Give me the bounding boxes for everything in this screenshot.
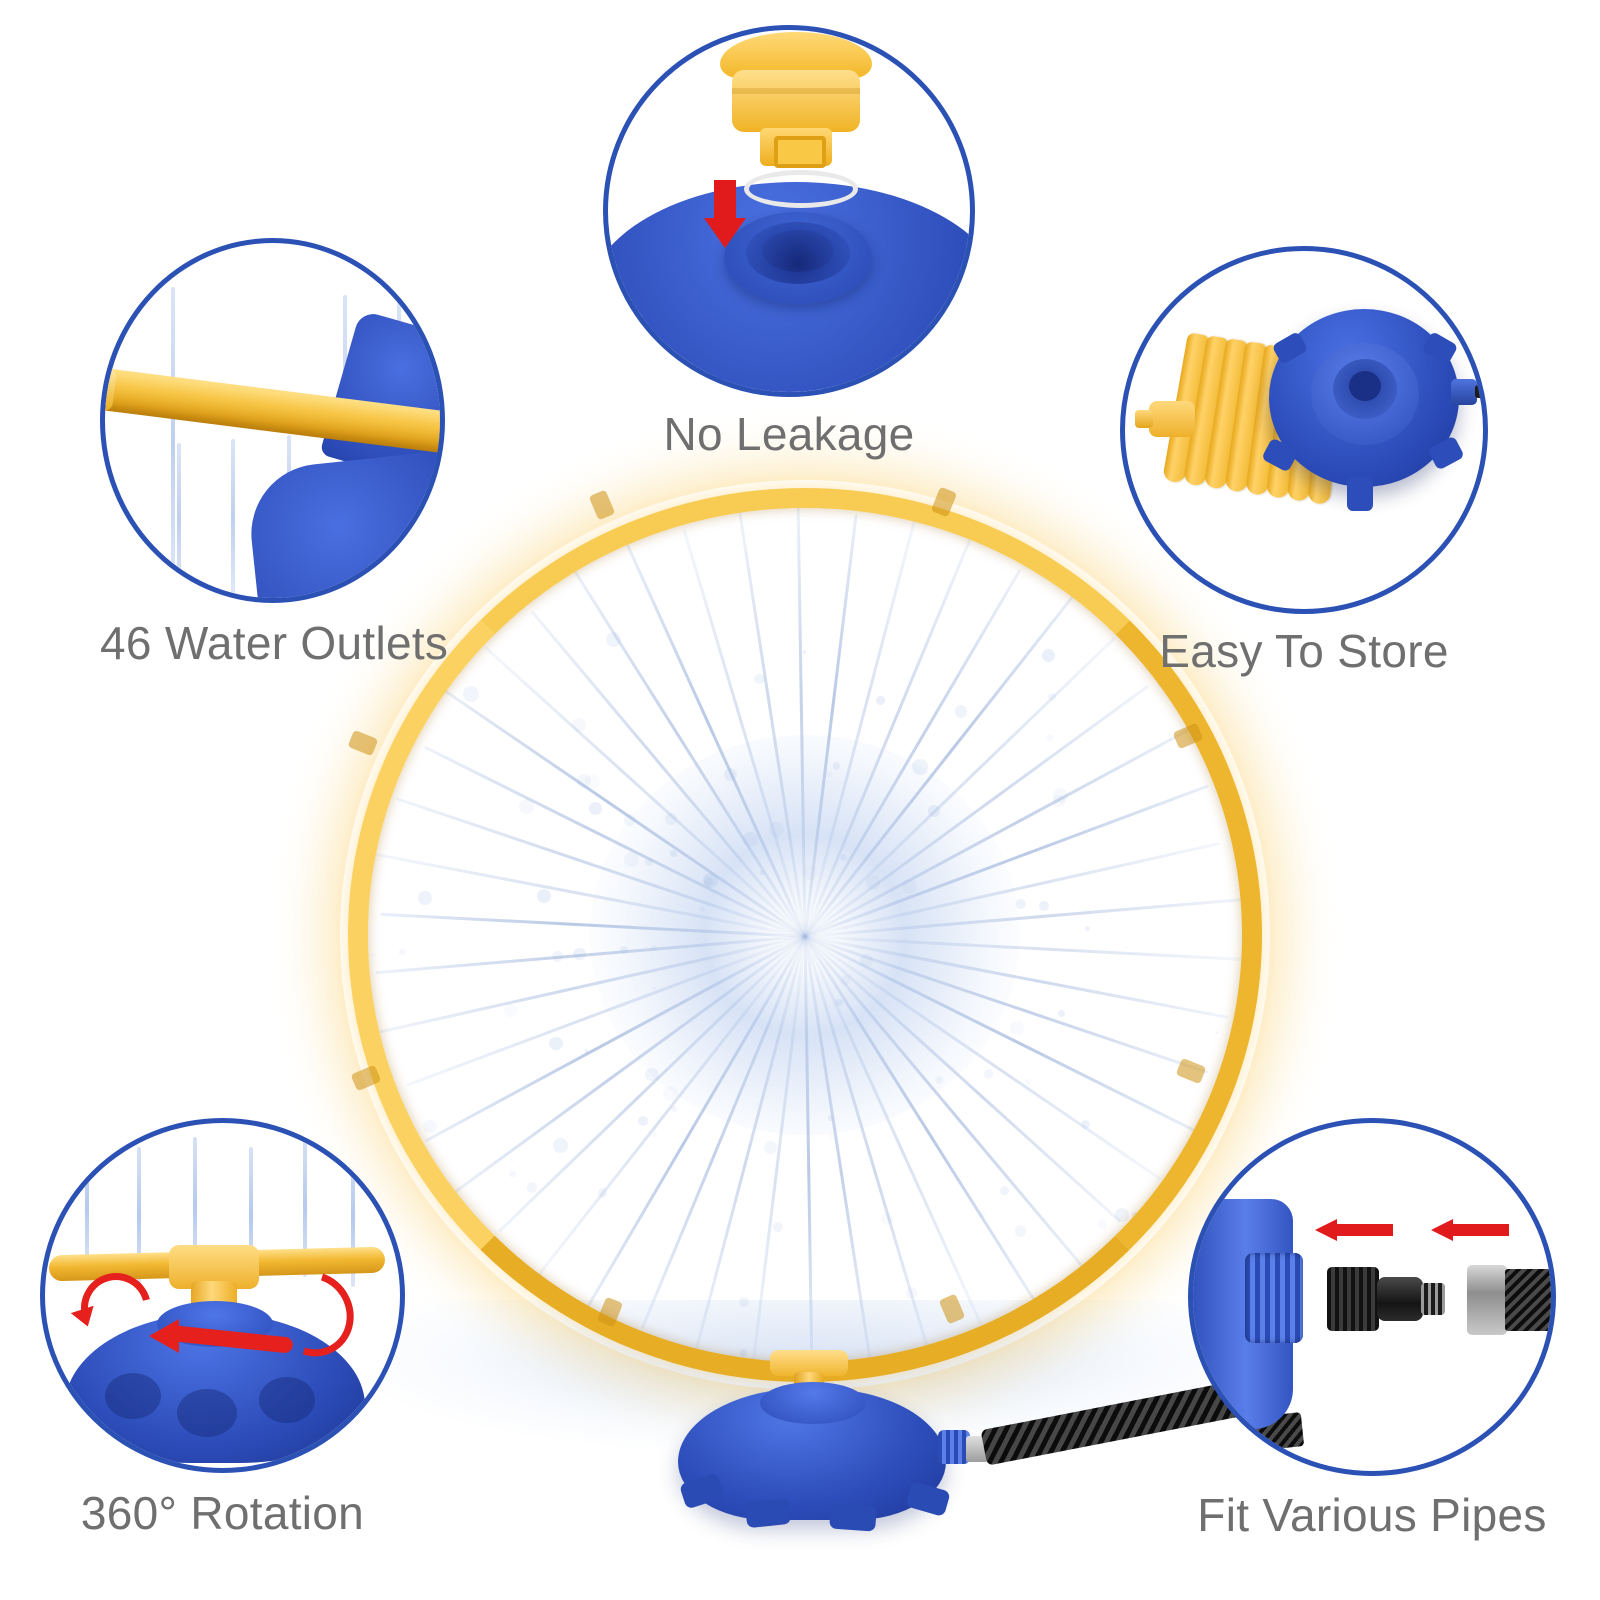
arc-hub: [1149, 401, 1195, 437]
water-jet: [171, 287, 175, 598]
base-foot: [745, 1498, 791, 1528]
callout-label-no-leakage: No Leakage: [603, 407, 975, 461]
base-foot: [829, 1502, 877, 1531]
nozzle-tab: [774, 136, 826, 168]
blue-threaded-nut: [1245, 1253, 1303, 1343]
store-base-nipple: [1475, 385, 1488, 398]
water-jet: [231, 439, 235, 598]
base-vane: [259, 1377, 315, 1423]
hoop-joint: [347, 730, 378, 756]
callout-label-easy-to-store: Easy To Store: [1120, 624, 1488, 678]
adapter-barrel: [1377, 1277, 1423, 1321]
water-jet: [177, 443, 181, 598]
callout-label-water-outlets: 46 Water Outlets: [100, 616, 445, 670]
base-foot: [905, 1481, 951, 1517]
callout-circle-water-outlets: [100, 238, 445, 603]
callout-rotation: 360° Rotation: [40, 1118, 405, 1473]
nozzle-body: [732, 70, 860, 132]
hoop-joint: [589, 489, 616, 520]
callout-label-fit-pipes: Fit Various Pipes: [1188, 1488, 1556, 1542]
base-vane: [177, 1389, 237, 1437]
store-base-nut: [1451, 379, 1477, 405]
o-ring-seal-icon: [744, 170, 858, 208]
hose-connector-icon: [1327, 1263, 1449, 1335]
callout-easy-to-store: Easy To Store: [1120, 246, 1488, 614]
dome-ring-inner: [762, 230, 834, 272]
red-left-arrow-icon-2: [1431, 1219, 1509, 1241]
base-vane: [105, 1373, 161, 1419]
base-hub: [760, 1382, 866, 1424]
base-lug: [1347, 477, 1373, 511]
braided-hose: [1505, 1269, 1556, 1331]
callout-circle-easy-to-store: [1120, 246, 1488, 614]
hose-collar: [1467, 1265, 1507, 1335]
callout-label-rotation: 360° Rotation: [40, 1486, 405, 1540]
callout-circle-fit-pipes: [1188, 1118, 1556, 1476]
red-left-arrow-icon-1: [1315, 1219, 1393, 1241]
adapter-thread: [1327, 1267, 1379, 1331]
sprinkler-hoop: [348, 488, 1262, 1382]
store-base-ring-inner: [1349, 371, 1381, 401]
adapter-rings: [1421, 1283, 1445, 1315]
callout-circle-rotation: [40, 1118, 405, 1473]
blue-part-lower: [244, 446, 445, 603]
callout-water-outlets: 46 Water Outlets: [100, 238, 445, 603]
callout-fit-pipes: Fit Various Pipes: [1188, 1118, 1556, 1476]
callout-no-leakage: No Leakage: [603, 25, 975, 397]
callout-circle-no-leakage: [603, 25, 975, 397]
rotation-arrowhead-bottom: [149, 1319, 179, 1353]
